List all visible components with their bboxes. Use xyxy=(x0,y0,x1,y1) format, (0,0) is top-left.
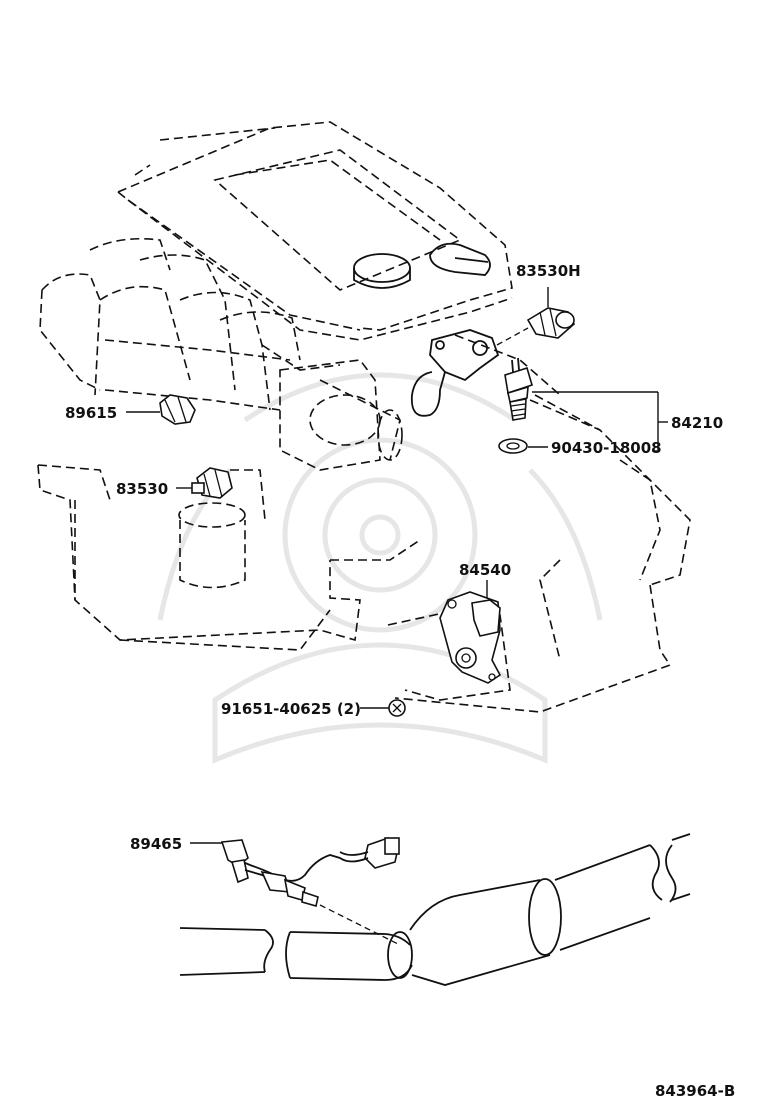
part-83530H-sensor[interactable] xyxy=(526,287,575,339)
label-84210: 84210 xyxy=(671,414,723,432)
engine-block xyxy=(37,121,691,713)
exhaust-pipe xyxy=(179,833,691,986)
throttle-position-bracket xyxy=(410,327,529,417)
part-91651-40625-bolt[interactable] xyxy=(388,699,406,717)
part-89465-oxygen-sensor[interactable] xyxy=(220,837,400,908)
label-89465: 89465 xyxy=(130,835,182,853)
part-83530-switch[interactable] xyxy=(191,467,233,499)
label-84540: 84540 xyxy=(459,561,511,579)
part-84210-sensor[interactable] xyxy=(504,357,533,421)
part-89615-knock-sensor[interactable] xyxy=(159,394,196,425)
label-83530H: 83530H xyxy=(516,262,581,280)
label-83530: 83530 xyxy=(116,480,168,498)
label-89615: 89615 xyxy=(65,404,117,422)
label-91651-40625: 91651-40625 (2) xyxy=(221,700,361,718)
part-84540-switch[interactable] xyxy=(439,591,502,684)
part-90430-18008-gasket[interactable] xyxy=(498,438,528,454)
diagram-id: 843964-B xyxy=(655,1082,735,1100)
label-90430-18008: 90430-18008 xyxy=(551,439,662,457)
